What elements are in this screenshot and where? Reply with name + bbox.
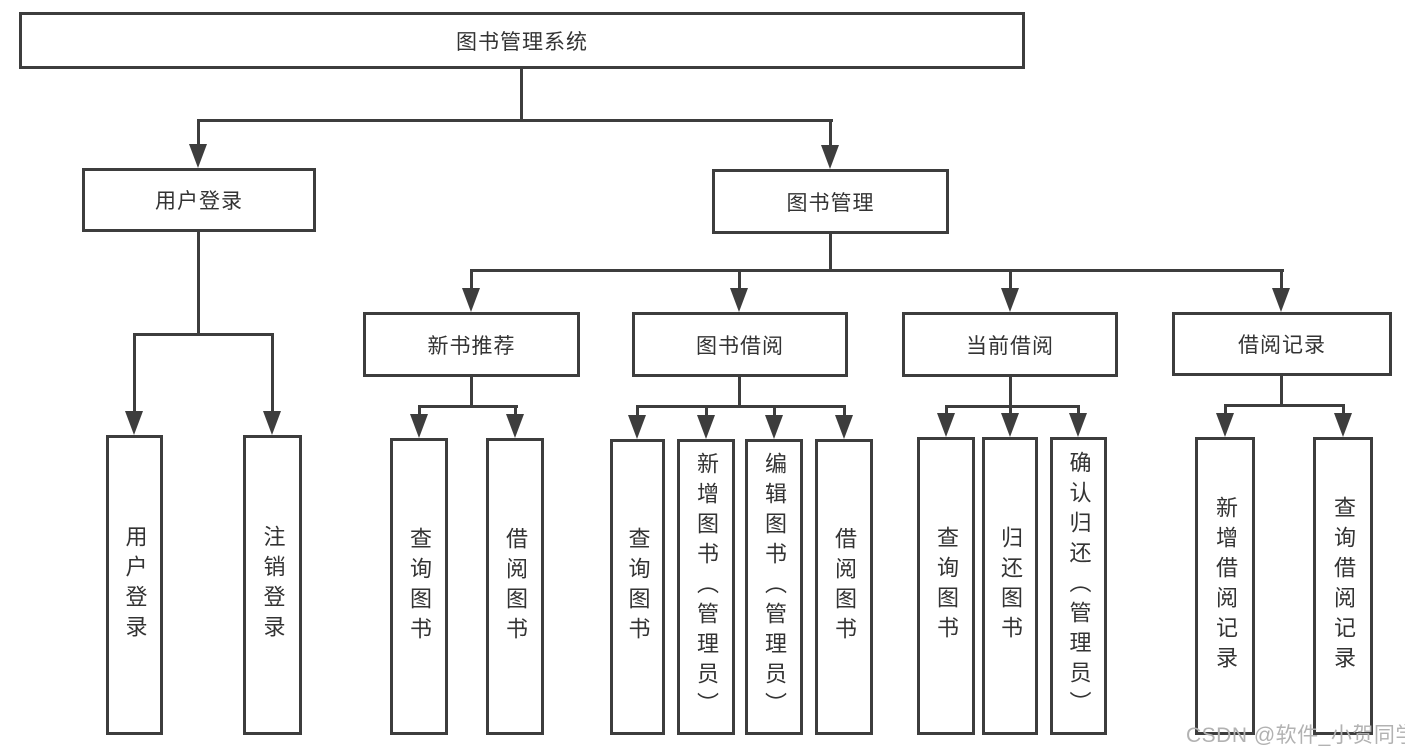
leaf-record-add: 新增借阅记录 [1195,437,1255,735]
arrowhead-records [1272,288,1290,312]
leaf-borrow-query: 查询图书 [610,439,665,735]
connector-to-currentborrow [1009,269,1012,290]
leaf-borrow-borrow-label: 借阅图书 [832,527,857,647]
connector-userlogin-hbar [133,333,274,336]
connector-currentborrow-leaf2 [1009,405,1012,415]
leaf-newbook-borrow-label: 借阅图书 [503,526,528,647]
leaf-newbook-query-label: 查询图书 [407,526,432,647]
arrowhead-bookborrow-borrow [835,415,853,439]
node-user-login-label: 用户登录 [155,190,243,213]
leaf-user-login: 用户登录 [106,435,163,735]
leaf-record-query-label: 查询借阅记录 [1331,496,1356,676]
leaf-current-query-label: 查询图书 [934,526,959,646]
leaf-current-return: 归还图书 [982,437,1038,735]
connector-to-bookborrow [738,269,741,290]
arrowhead-bookmgmt [821,145,839,169]
node-book-borrow: 图书借阅 [632,312,848,377]
leaf-borrow-query-label: 查询图书 [625,527,651,647]
connector-records-trunk [1280,376,1283,407]
leaf-record-query: 查询借阅记录 [1313,437,1373,735]
arrowhead-current-query [937,413,955,437]
connector-records-leaf1 [1224,404,1227,415]
connector-userlogin-leaf1 [133,333,136,413]
csdn-watermark: CSDN @软件_小贺同学 [1186,724,1405,747]
connector-root-to-bookmgmt [829,119,832,147]
node-borrow-records: 借阅记录 [1172,312,1392,376]
connector-userlogin-trunk [197,232,200,336]
node-book-borrow-label: 图书借阅 [696,334,784,358]
connector-currentborrow-leaf3 [1077,405,1080,415]
leaf-borrow-edit-admin-label: 编辑图书（管理员） [762,452,787,722]
leaf-current-query: 查询图书 [917,437,975,735]
arrowhead-record-add [1216,413,1234,437]
connector-newbook-hbar [418,405,518,408]
node-new-book-recommend: 新书推荐 [363,312,580,377]
arrowhead-leaf-logout [263,411,281,435]
arrowhead-bookborrow [730,288,748,312]
connector-bookborrow-leaf3 [773,405,776,417]
leaf-current-confirm-admin-label: 确认归还（管理员） [1066,451,1092,721]
node-root-label: 图书管理系统 [456,30,588,54]
connector-currentborrow-hbar [945,405,1080,408]
leaf-current-confirm-admin: 确认归还（管理员） [1050,437,1107,735]
connector-userlogin-leaf2 [271,333,274,413]
leaf-user-login-label: 用户登录 [122,525,148,645]
node-current-borrow: 当前借阅 [902,312,1118,377]
leaf-borrow-add-admin-label: 新增图书（管理员） [694,452,719,722]
leaf-borrow-add-admin: 新增图书（管理员） [677,439,735,735]
connector-bookborrow-hbar [636,405,846,408]
connector-root-hbar [197,119,833,122]
arrowhead-bookborrow-add [697,415,715,439]
node-new-book-recommend-label: 新书推荐 [427,334,516,358]
leaf-borrow-borrow: 借阅图书 [815,439,873,735]
connector-bookmgmt-hbar [470,269,1284,272]
leaf-logout: 注销登录 [243,435,302,735]
connector-to-newbook [470,269,473,290]
node-root: 图书管理系统 [19,12,1025,69]
connector-records-hbar [1224,404,1345,407]
connector-currentborrow-trunk [1009,377,1012,408]
connector-newbook-leaf2 [514,405,517,417]
leaf-current-return-label: 归还图书 [998,526,1023,646]
arrowhead-currentborrow [1001,288,1019,312]
node-user-login: 用户登录 [82,168,316,232]
connector-root-to-userlogin [197,119,200,147]
leaf-newbook-borrow: 借阅图书 [486,438,544,735]
connector-records-leaf2 [1342,404,1345,415]
node-borrow-records-label: 借阅记录 [1238,334,1326,357]
connector-bookmgmt-trunk [829,234,832,272]
node-book-management: 图书管理 [712,169,949,234]
arrowhead-record-query [1334,413,1352,437]
leaf-newbook-query: 查询图书 [390,438,448,735]
connector-bookborrow-leaf2 [705,405,708,417]
leaf-logout-label: 注销登录 [260,525,286,645]
arrowhead-bookborrow-edit [765,415,783,439]
arrowhead-current-confirm [1069,413,1087,437]
arrowhead-userlogin [189,144,207,168]
arrowhead-current-return [1001,413,1019,437]
arrowhead-bookborrow-query [628,415,646,439]
connector-currentborrow-leaf1 [945,405,948,415]
connector-bookborrow-trunk [738,377,741,408]
connector-newbook-trunk [470,377,473,408]
connector-to-records [1280,269,1283,290]
leaf-borrow-edit-admin: 编辑图书（管理员） [745,439,803,735]
connector-bookborrow-leaf4 [843,405,846,417]
arrowhead-newbook-borrow [506,414,524,438]
arrowhead-newbook [462,288,480,312]
arrowhead-newbook-query [410,414,428,438]
node-current-borrow-label: 当前借阅 [966,334,1054,358]
leaf-record-add-label: 新增借阅记录 [1213,496,1238,676]
arrowhead-leaf-user-login [125,411,143,435]
connector-bookborrow-leaf1 [636,405,639,417]
connector-newbook-leaf1 [418,405,421,417]
connector-root-trunk [520,68,523,122]
node-book-management-label: 图书管理 [786,191,875,215]
